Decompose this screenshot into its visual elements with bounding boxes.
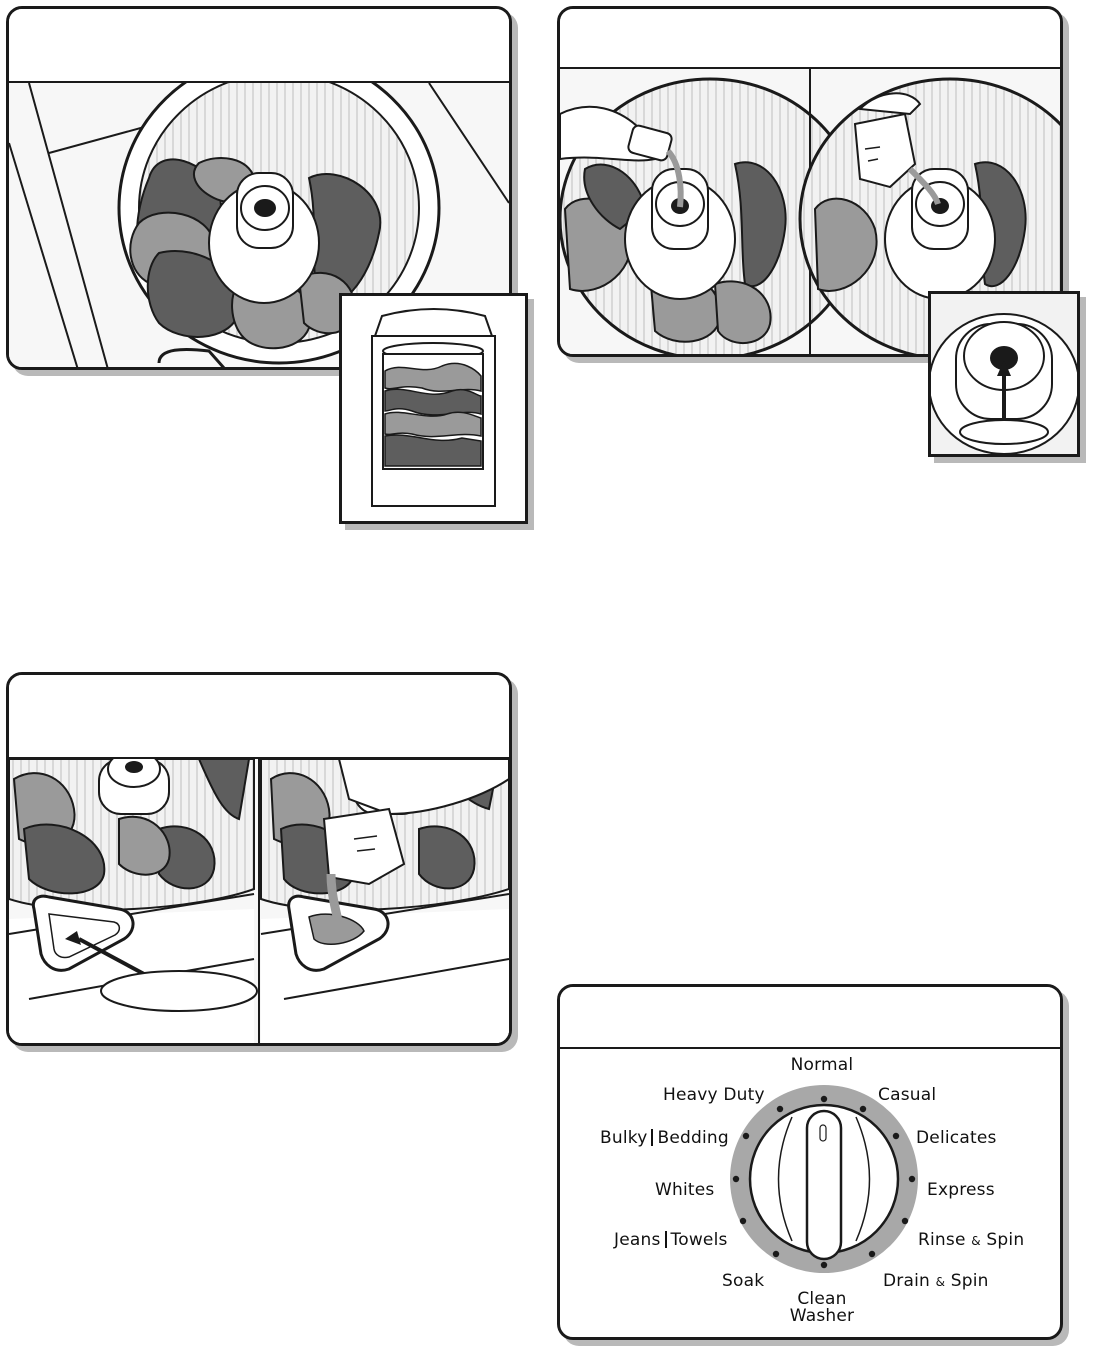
washer-text: Washer — [789, 1306, 855, 1326]
panel-header — [560, 9, 1060, 69]
label-separator — [664, 1231, 667, 1248]
label-separator — [651, 1129, 654, 1146]
ampersand: & — [971, 1234, 981, 1248]
cycle-label-drain-spin: Drain & Spin — [883, 1271, 989, 1291]
capacity-inset — [339, 293, 528, 524]
dispenser-inset — [928, 291, 1080, 457]
clean-text: Clean — [797, 1289, 847, 1309]
cycle-label-casual: Casual — [878, 1085, 937, 1105]
spin-text: Spin — [986, 1230, 1025, 1250]
load-clothes-panel — [6, 6, 512, 370]
center-dispenser-arrow-icon — [931, 294, 1077, 454]
cycle-label-delicates: Delicates — [916, 1128, 997, 1148]
towels-text: Towels — [670, 1230, 728, 1250]
cycle-label-bulky-bedding: Bulky Bedding — [600, 1128, 729, 1148]
spin-text: Spin — [950, 1271, 989, 1291]
drum-fill-level-icon — [371, 308, 496, 507]
cycle-label-whites: Whites — [655, 1180, 715, 1200]
cycle-label-soak: Soak — [722, 1271, 765, 1291]
rinse-text: Rinse — [918, 1230, 966, 1250]
cycle-label-clean-washer: Clean Washer — [790, 1291, 854, 1325]
cycle-label-jeans-towels: Jeans Towels — [614, 1230, 728, 1250]
drain-text: Drain — [883, 1271, 930, 1291]
cycle-dial-panel — [557, 984, 1063, 1340]
fill-dispenser-panel — [6, 672, 512, 1046]
pour-into-dispenser-icon — [9, 759, 509, 1043]
cycle-label-normal: Normal — [790, 1055, 854, 1075]
ampersand: & — [935, 1275, 946, 1289]
bulky-text: Bulky — [600, 1128, 648, 1148]
washer-load-icon — [9, 83, 509, 367]
cycle-label-express: Express — [927, 1180, 995, 1200]
panel-header — [560, 987, 1060, 1049]
cycle-label-heavy-duty: Heavy Duty — [663, 1085, 765, 1105]
cycle-label-rinse-spin: Rinse & Spin — [918, 1230, 1024, 1250]
jeans-text: Jeans — [614, 1230, 661, 1250]
panel-header — [9, 675, 509, 759]
panel-header — [9, 9, 509, 83]
bedding-text: Bedding — [657, 1128, 729, 1148]
cycle-knob-icon — [730, 1085, 918, 1273]
